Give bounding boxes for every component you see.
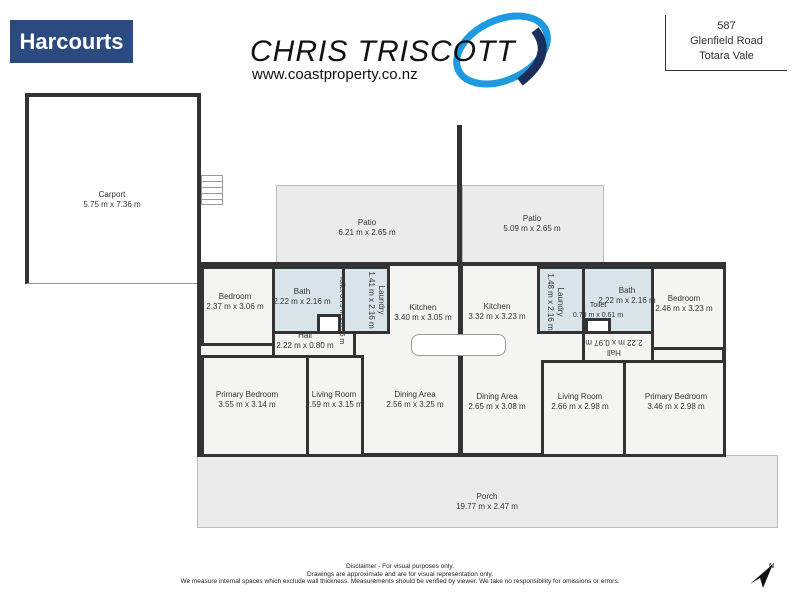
carport — [25, 93, 201, 284]
left-living-room — [306, 355, 364, 457]
patio-left — [276, 185, 459, 263]
north-arrow-icon: N — [750, 563, 774, 588]
left-primary-bedroom — [201, 355, 309, 457]
swirl-logo-icon — [453, 12, 551, 88]
patio-right — [462, 185, 604, 263]
kitchen-island — [411, 334, 506, 356]
left-toilet-label: Toilet 0.79 m x 0.55 m — [338, 275, 345, 345]
house-outline — [197, 262, 726, 457]
right-living-room — [541, 360, 626, 457]
address-suburb: Totara Vale — [699, 50, 754, 62]
porch — [197, 455, 778, 528]
harcourts-logo: Harcourts — [10, 20, 133, 63]
left-laundry — [342, 266, 390, 334]
agent-name: CHRIS TRISCOTT — [250, 35, 516, 68]
right-primary-bedroom — [623, 360, 726, 457]
disclaimer: Disclaimer - For visual purposes only.Dr… — [180, 563, 620, 585]
agent-url: www.coastproperty.co.nz — [252, 66, 418, 83]
address-box: 587 Glenfield Road Totara Vale — [665, 15, 787, 71]
divider-wall — [457, 125, 462, 265]
steps — [201, 175, 223, 205]
north-label: N — [769, 563, 774, 570]
right-bedroom — [651, 266, 726, 350]
address-number: 587 — [717, 20, 736, 32]
logo-text: Harcourts — [19, 28, 124, 54]
party-wall — [458, 262, 463, 457]
address-street: Glenfield Road — [690, 35, 763, 47]
